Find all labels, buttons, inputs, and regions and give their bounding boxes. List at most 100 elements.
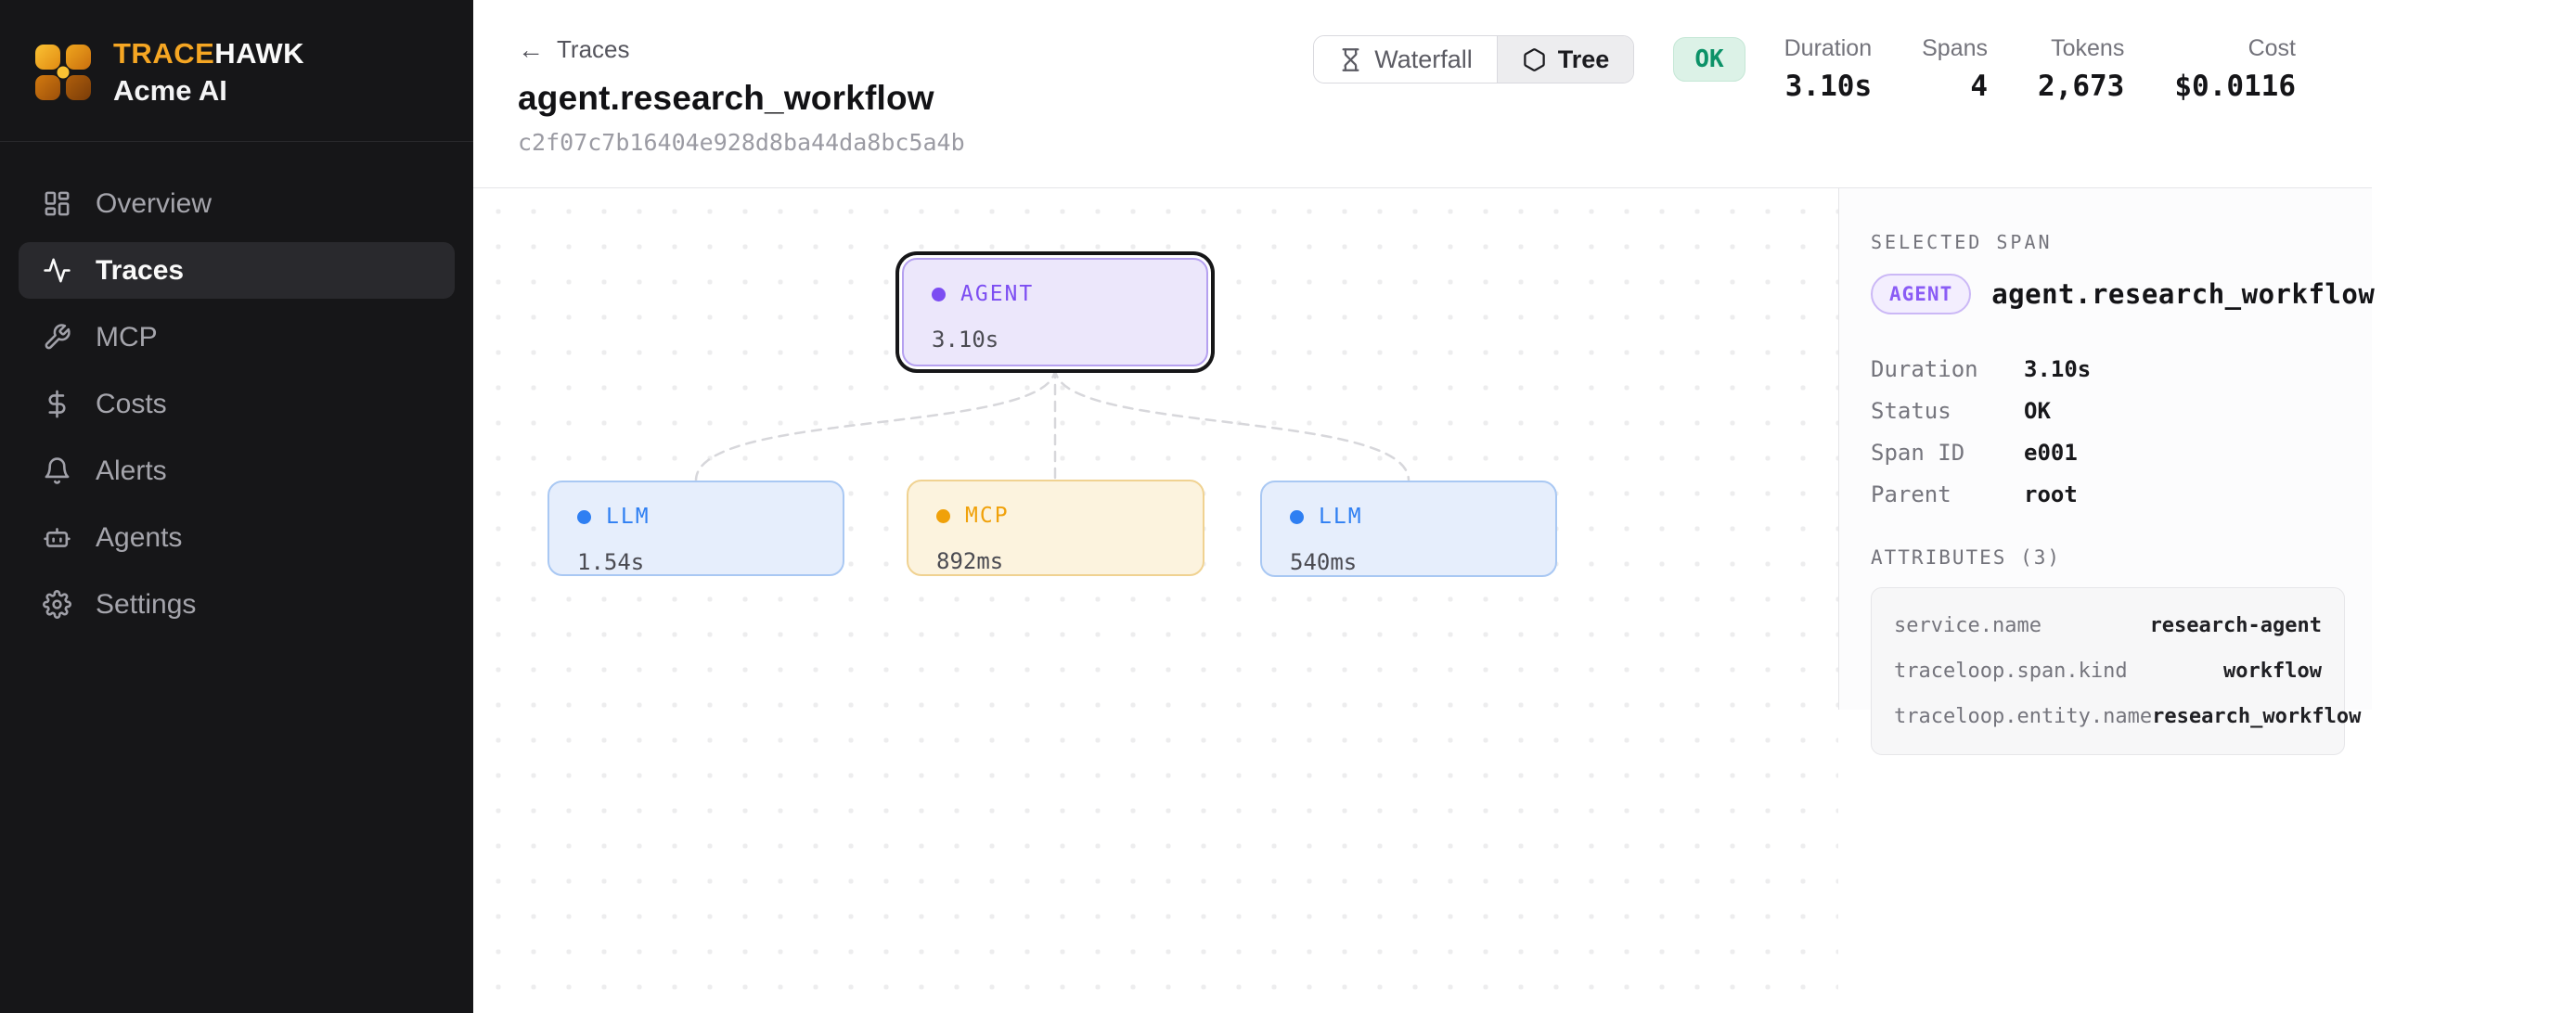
llm-kind-dot-icon [577,509,591,524]
sidebar-item-label: Settings [96,588,197,620]
brand-name: TRACEHAWK [113,37,304,70]
span-node-kind: LLM [1290,505,1527,529]
detail-label: Span ID [1871,439,1965,466]
toggle-waterfall-label: Waterfall [1374,45,1473,73]
activity-pulse-icon [44,258,71,283]
brand: TRACEHAWK Acme AI [0,0,473,142]
detail-row-duration: Duration 3.10s [1871,348,2344,390]
sidebar-item-overview[interactable]: Overview [19,175,455,232]
span-node-kind-label: AGENT [960,282,1035,306]
span-node-llm-1[interactable]: LLM 1.54s [547,481,844,576]
attribute-row: service.name research-agent [1894,603,2322,648]
dashboard-grid-icon [45,191,70,216]
back-label: Traces [557,35,630,63]
attribute-key: service.name [1894,614,2041,637]
view-toggle: Waterfall Tree [1313,35,1635,83]
attribute-row: traceloop.span.kind workflow [1894,648,2322,694]
span-node-kind-label: LLM [606,505,650,529]
sidebar-item-alerts[interactable]: Alerts [19,442,455,499]
span-details: Duration 3.10s Status OK Span ID e001 Pa… [1871,348,2344,515]
trace-id: c2f07c7b16404e928d8ba44da8bc5a4b [518,129,965,156]
detail-label: Parent [1871,481,1951,507]
trace-content: AGENT 3.10s LLM 1.54s MCP 8 [473,188,2375,1013]
stat-spans: Spans 4 [1922,35,1988,103]
span-node-duration: 3.10s [932,327,999,353]
trace-tree-canvas[interactable]: AGENT 3.10s LLM 1.54s MCP 8 [473,188,1838,1013]
stat-value: 3.10s [1784,70,1873,103]
detail-row-status: Status OK [1871,390,2344,431]
span-node-agent[interactable]: AGENT 3.10s [902,258,1208,366]
detail-row-parent: Parent root [1871,473,2344,515]
sidebar-item-label: Agents [96,521,183,553]
dollar-icon [48,390,66,418]
sidebar-item-costs[interactable]: Costs [19,376,455,432]
sidebar-item-settings[interactable]: Settings [19,576,455,633]
attribute-value: research_workflow [2152,705,2362,728]
hexagon-icon [1524,47,1545,71]
detail-value: root [2024,481,2078,507]
span-node-mcp[interactable]: MCP 892ms [907,480,1204,576]
span-node-llm-2[interactable]: LLM 540ms [1260,481,1557,577]
stat-label: Spans [1922,35,1989,61]
sidebar-item-label: Traces [96,254,185,286]
span-node-duration: 540ms [1290,549,1358,575]
detail-value: 3.10s [2024,355,2092,382]
trace-title-block: ← Traces agent.research_workflow c2f07c7… [518,35,965,156]
toggle-waterfall[interactable]: Waterfall [1314,36,1497,83]
sidebar-item-label: Alerts [96,455,167,486]
hourglass-icon [1342,47,1359,71]
agent-kind-dot-icon [932,287,946,301]
toggle-tree[interactable]: Tree [1496,36,1634,83]
stat-cost: Cost $0.0116 [2174,35,2296,103]
back-arrow-icon: ← [518,34,544,64]
span-node-kind-label: LLM [1319,505,1363,529]
back-to-traces-link[interactable]: ← Traces [518,35,965,64]
tracehawk-logo-icon [35,45,91,100]
attribute-key: traceloop.span.kind [1894,660,2128,683]
header-controls: Waterfall Tree OK Duration 3.10s Spans [1313,35,2296,103]
attribute-key: traceloop.entity.name [1894,705,2153,728]
brand-org: Acme AI [113,74,227,107]
attributes-section-label: ATTRIBUTES (3) [1871,546,2062,569]
stat-tokens: Tokens 2,673 [2038,35,2124,103]
stat-label: Tokens [2051,35,2125,61]
bell-icon [45,457,70,484]
sidebar-item-agents[interactable]: Agents [19,509,455,566]
attribute-row: traceloop.entity.name research_workflow [1894,694,2361,739]
main-area: ← Traces agent.research_workflow c2f07c7… [473,0,2375,1013]
stat-label: Duration [1784,35,1873,61]
span-node-kind: AGENT [932,282,1179,306]
sidebar-item-traces[interactable]: Traces [19,242,455,299]
wrench-icon [45,324,71,350]
tree-connector-lines [694,366,1410,482]
mcp-kind-dot-icon [936,508,950,523]
detail-value: OK [2024,397,2051,424]
toggle-tree-label: Tree [1557,45,1610,73]
stat-value: 4 [1970,70,1989,103]
selected-span-section-label: SELECTED SPAN [1871,231,2053,253]
llm-kind-dot-icon [1290,509,1304,524]
robot-icon [44,528,71,547]
selected-span-name: agent.research_workflow [1991,278,2376,310]
sidebar: TRACEHAWK Acme AI Overview Traces MCP Co… [0,0,473,1013]
detail-label: Duration [1871,355,1978,382]
sidebar-item-label: Costs [96,388,167,419]
span-kind-badge: AGENT [1871,274,1972,314]
attribute-value: workflow [2223,660,2322,683]
attribute-value: research-agent [2149,614,2322,637]
span-node-kind: LLM [577,505,815,529]
sidebar-nav: Overview Traces MCP Costs Alerts Agents [0,142,473,633]
app-root: TRACEHAWK Acme AI Overview Traces MCP Co… [0,0,2375,1013]
detail-row-span-id: Span ID e001 [1871,431,2344,473]
span-node-duration: 1.54s [577,549,645,575]
span-node-kind: MCP [936,504,1175,528]
attributes-card: service.name research-agent traceloop.sp… [1871,587,2361,755]
stat-label: Cost [2248,35,2296,61]
span-node-duration: 892ms [936,548,1004,574]
stat-value: 2,673 [2038,70,2125,103]
sidebar-item-mcp[interactable]: MCP [19,309,455,365]
selected-span-header: AGENT agent.research_workflow [1871,274,2375,314]
stat-value: $0.0116 [2174,70,2296,103]
span-node-kind-label: MCP [965,504,1010,528]
sidebar-item-label: Overview [96,187,213,219]
